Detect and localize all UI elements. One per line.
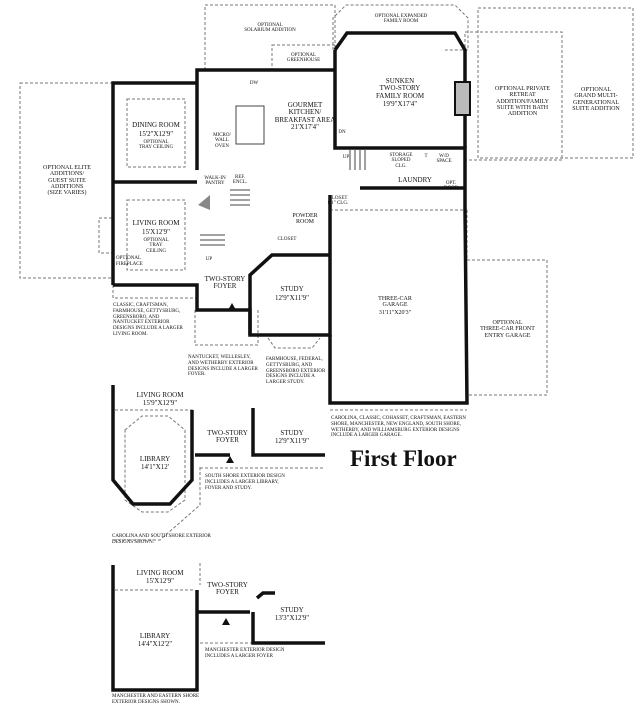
- toilet-label: T: [424, 154, 428, 159]
- alt1-study-dim: 12'9"X11'9": [274, 437, 310, 445]
- garage-label: THREE-CAR GARAGE: [378, 296, 412, 309]
- dining-tray-ceiling: [126, 98, 186, 168]
- study-note: FARMHOUSE, FEDERAL, GETTYSBURG, AND GREE…: [266, 357, 326, 385]
- alt1-note-1: SOUTH SHORE EXTERIOR DESIGN INCLUDES A L…: [205, 474, 285, 491]
- foyer-label: TWO-STORY FOYER: [204, 275, 246, 291]
- laundry-label: LAUNDRY: [398, 176, 432, 184]
- fireplace-label: OPTIONAL FIREPLACE: [116, 256, 143, 267]
- dining-room-dim: 15'2"X12'9": [138, 130, 174, 138]
- living-room-dim: 15'X12'9": [142, 228, 170, 236]
- front-garage-label: OPTIONAL THREE-CAR FRONT ENTRY GARAGE: [480, 320, 535, 339]
- alt1-living-dim: 15'9"X12'9": [142, 399, 178, 407]
- stair-landing: [198, 195, 210, 210]
- alt2-foyer-label: TWO-STORY FOYER: [207, 581, 248, 597]
- family-room-dim: 19'9"X17'4": [382, 100, 418, 108]
- entry-arrow-icon: [228, 303, 236, 310]
- library-octagon: [124, 415, 186, 513]
- opt-door-label: OPT. DOOR: [443, 181, 459, 192]
- garage-dim: 31'11"X20'3": [378, 310, 412, 316]
- foyer-note: NANTUCKET, WELLESLEY, AND WETHERBY EXTER…: [188, 355, 258, 378]
- powder-room-label: POWDER ROOM: [292, 213, 318, 226]
- ref-encl-label: REF. ENCL.: [232, 175, 248, 186]
- front-garage-outline: [466, 210, 548, 396]
- alt2-library-label: LIBRARY: [139, 632, 171, 640]
- alt2-study-label: STUDY: [280, 606, 304, 614]
- alt2-living-label: LIVING ROOM: [136, 569, 184, 577]
- entry-arrow-icon: [222, 618, 230, 625]
- living-tray-ceiling: [126, 199, 186, 271]
- alt2-library-dim: 14'4"X12'2": [137, 640, 173, 648]
- kitchen-dim: 21'X17'4": [291, 123, 319, 131]
- alt1-living-label: LIVING ROOM: [136, 391, 184, 399]
- study-dim: 12'9"X11'9": [274, 294, 310, 302]
- grand-multi-label: OPTIONAL GRAND MULTI- GENERATIONAL SUITE…: [572, 87, 620, 112]
- alt2-study-dim: 13'3"X12'9": [274, 614, 310, 622]
- grand-multi-outline: [477, 7, 634, 159]
- living-room-label: LIVING ROOM: [132, 219, 180, 227]
- solarium-label: OPTIONAL SOLARIUM ADDITION: [244, 23, 296, 34]
- alt1-study-label: STUDY: [280, 429, 304, 437]
- micro-wall-oven-label: MICRO/ WALL OVEN: [213, 133, 231, 149]
- closet-label: CLOSET: [277, 237, 297, 242]
- dining-room-label: DINING ROOM: [132, 121, 180, 129]
- entry-arrow-icon: [226, 456, 234, 463]
- pantry-label: WALK-IN PANTRY: [204, 176, 226, 187]
- alt2-note-2: MANCHESTER AND EASTERN SHORE EXTERIOR DE…: [112, 694, 200, 705]
- expanded-family-label: OPTIONAL EXPANDED FAMILY ROOM: [374, 14, 428, 25]
- alt1-library-dim: 14'1"X12': [141, 463, 169, 471]
- fireplace-icon: [454, 81, 471, 116]
- private-retreat-label: OPTIONAL PRIVATE RETREAT ADDITION/FAMILY…: [494, 86, 551, 118]
- greenhouse-label: OPTIONAL GREENHOUSE: [286, 53, 321, 64]
- expanded-family-outline: [332, 4, 469, 51]
- living-note: CLASSIC, CRAFTSMAN, FARMHOUSE, GETTYSBUR…: [113, 303, 183, 337]
- floor-title: First Floor: [350, 446, 457, 471]
- alt2-living-dim: 15'X12'9": [146, 577, 174, 585]
- alt2-note-1: MANCHESTER EXTERIOR DESIGN INCLUDES A LA…: [205, 648, 285, 659]
- closet-clg-label: CLOSET 8'1" CLG.: [327, 196, 349, 207]
- dishwasher-label: DW: [249, 81, 259, 86]
- elite-additions-label: OPTIONAL ELITE ADDITIONS/ GUEST SUITE AD…: [43, 165, 91, 197]
- living-room-note: OPTIONAL TRAY CEILING: [143, 238, 169, 254]
- garage-note: CAROLINA, CLASSIC, COHASSET, CRAFTSMAN, …: [331, 416, 466, 439]
- alt1-note-2: CAROLINA AND SOUTH SHORE EXTERIOR DESIGN…: [112, 534, 211, 545]
- kitchen-island: [235, 105, 265, 145]
- stairs-up-label: UP: [342, 155, 350, 160]
- alt1-foyer-label: TWO-STORY FOYER: [207, 429, 248, 445]
- alt1-library-label: LIBRARY: [139, 455, 171, 463]
- dining-room-note: OPTIONAL TRAY CEILING: [138, 140, 174, 151]
- kitchen-label: GOURMET KITCHEN/ BREAKFAST AREA: [274, 101, 336, 124]
- study-label: STUDY: [280, 285, 304, 293]
- storage-label: STORAGE SLOPED CLG.: [389, 153, 413, 169]
- stairs-down-label: DN: [338, 130, 346, 135]
- wd-space-label: W/D SPACE: [436, 154, 452, 165]
- foyer-stairs-up-label: UP: [205, 257, 213, 262]
- family-room-label: SUNKEN TWO-STORY FAMILY ROOM: [375, 77, 425, 100]
